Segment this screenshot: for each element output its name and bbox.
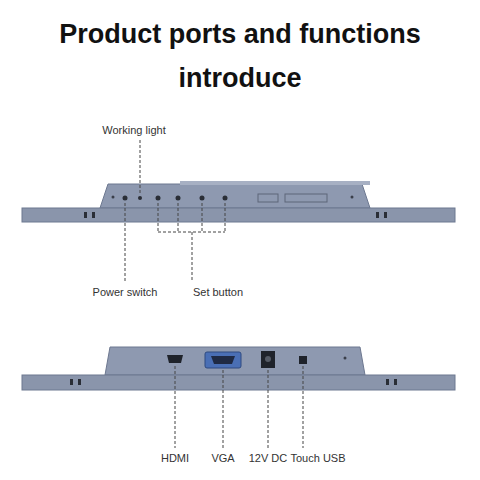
part-label: Working light bbox=[101, 124, 166, 137]
usb-b-port bbox=[299, 356, 307, 364]
hdmi-port bbox=[167, 355, 183, 363]
front-bezel bbox=[22, 375, 455, 390]
leader-line bbox=[192, 232, 193, 282]
bracket-slot bbox=[258, 194, 278, 202]
dc-pin bbox=[265, 356, 271, 362]
power-switch bbox=[123, 196, 128, 201]
leader-line bbox=[158, 203, 159, 232]
part-label: Touch USB bbox=[289, 452, 346, 465]
mount-slot bbox=[70, 379, 73, 385]
page-title: Product ports and functions introduce bbox=[20, 12, 460, 100]
leader-line bbox=[268, 370, 269, 448]
leader-line bbox=[175, 366, 176, 448]
vga-socket bbox=[211, 356, 235, 364]
vent-grille bbox=[180, 181, 370, 185]
mount-slot bbox=[394, 379, 397, 385]
part-label: HDMI bbox=[160, 452, 190, 465]
set-button bbox=[200, 196, 205, 201]
part-label: Set button bbox=[192, 286, 244, 299]
rear-housing bbox=[105, 347, 365, 375]
screw bbox=[351, 196, 354, 199]
screw bbox=[344, 357, 347, 360]
mount-slot bbox=[386, 379, 389, 385]
leader-line bbox=[125, 203, 126, 282]
front-bezel bbox=[22, 208, 455, 222]
mount-slot bbox=[78, 379, 81, 385]
working-light bbox=[138, 196, 142, 200]
leader-line bbox=[140, 140, 141, 193]
bracket-slot bbox=[285, 194, 327, 202]
mount-slot bbox=[384, 212, 387, 218]
leader-line bbox=[202, 203, 203, 232]
vga-port bbox=[205, 352, 241, 368]
leader-line bbox=[178, 203, 179, 232]
mount-slot bbox=[376, 212, 379, 218]
leader-lines-bottom bbox=[175, 366, 303, 448]
mount-slot bbox=[92, 212, 95, 218]
leader-line bbox=[223, 370, 224, 448]
leader-lines-top bbox=[125, 140, 225, 282]
part-label: VGA bbox=[210, 452, 235, 465]
leader-line bbox=[303, 366, 304, 448]
set-button bbox=[223, 196, 228, 201]
part-label: Power switch bbox=[92, 286, 159, 299]
mount-slot bbox=[84, 212, 87, 218]
set-button bbox=[176, 196, 181, 201]
screw bbox=[112, 196, 115, 199]
leader-line bbox=[225, 203, 226, 232]
set-button bbox=[156, 196, 161, 201]
monitor-top-view bbox=[22, 181, 455, 222]
monitor-bottom-view bbox=[22, 347, 455, 390]
dc-jack bbox=[261, 351, 275, 368]
part-label: 12V DC bbox=[248, 452, 289, 465]
